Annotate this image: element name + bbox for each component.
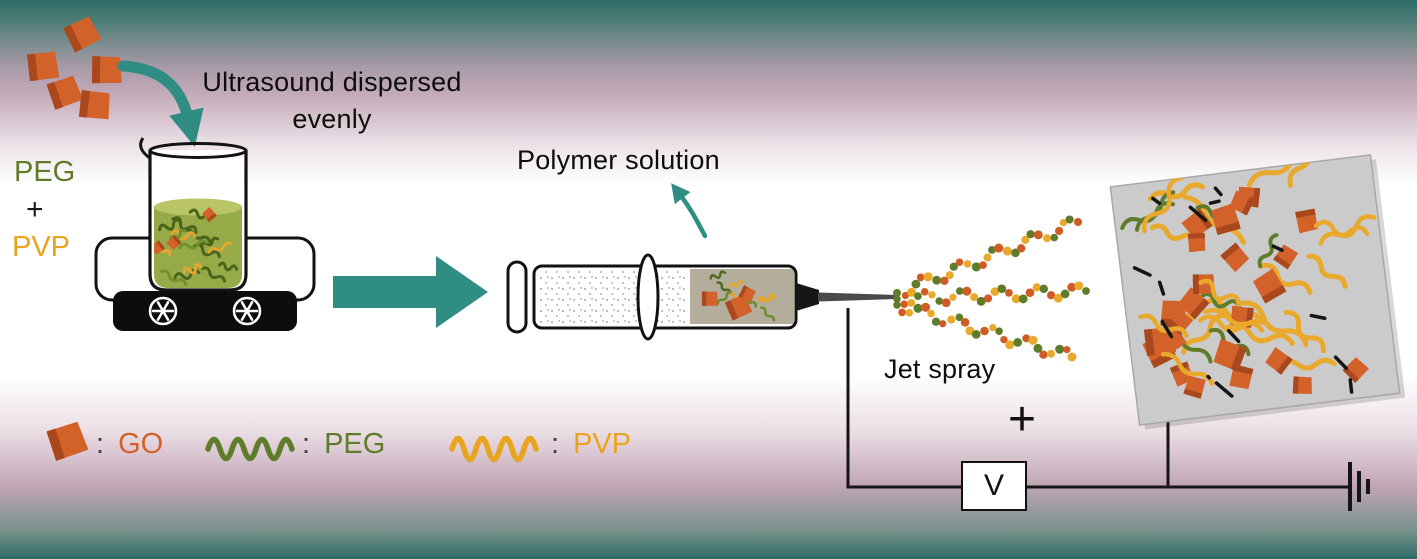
go-flakes-cluster	[27, 16, 122, 120]
reagent-plus-sign: +	[26, 193, 44, 226]
pvp-squiggle-icon	[449, 435, 539, 463]
syringe-flange	[636, 253, 660, 341]
needle	[818, 292, 897, 302]
beaker	[139, 137, 248, 292]
legend-item-pvp: : PVP	[551, 428, 631, 461]
stirrer-knob-right	[232, 296, 262, 326]
ultrasound-note: Ultrasound dispersed evenly	[176, 64, 488, 138]
legend-separator-peg: :	[302, 428, 311, 460]
peg-squiggle-icon	[205, 436, 295, 462]
legend-label-peg: PEG	[324, 428, 386, 460]
needle-hub	[796, 283, 819, 311]
syringe-solution-contents	[701, 270, 776, 322]
process-arrow	[333, 256, 488, 328]
ground-icon	[1348, 462, 1370, 511]
positive-electrode-sign: +	[1008, 393, 1037, 446]
jet-spray-label: Jet spray	[884, 354, 996, 384]
legend-label-go: GO	[118, 428, 164, 460]
jet-fibers	[893, 215, 1090, 362]
dispersed-mixture	[154, 206, 238, 287]
legend-label-pvp: PVP	[573, 428, 632, 460]
voltage-source: V	[961, 461, 1027, 511]
polymer-solution-arrow	[671, 183, 708, 239]
reagent-peg-label: PEG	[14, 156, 76, 188]
syringe	[506, 253, 897, 341]
ultrasound-note-line1: Ultrasound dispersed	[202, 67, 462, 97]
legend-separator-go: :	[96, 428, 105, 460]
syringe-thumb-rest	[506, 260, 528, 334]
beaker-liquid	[154, 206, 242, 288]
stirrer-knob-left	[148, 296, 178, 326]
collector-plate	[1109, 154, 1406, 430]
legend-separator-pvp: :	[551, 428, 560, 460]
circuit-wires	[846, 308, 1348, 489]
legend-item-go: : GO	[96, 428, 163, 461]
polymer-solution-label: Polymer solution	[517, 145, 720, 175]
beaker-spout	[139, 137, 151, 160]
voltage-source-label: V	[983, 469, 1004, 502]
dispersion-arrow	[117, 60, 204, 147]
ultrasound-note-line2: evenly	[292, 104, 372, 134]
go-flake-icon	[46, 421, 89, 461]
collector-deposit	[1120, 154, 1377, 399]
reagent-pvp-label: PVP	[12, 231, 71, 263]
legend-item-peg: : PEG	[302, 428, 385, 461]
